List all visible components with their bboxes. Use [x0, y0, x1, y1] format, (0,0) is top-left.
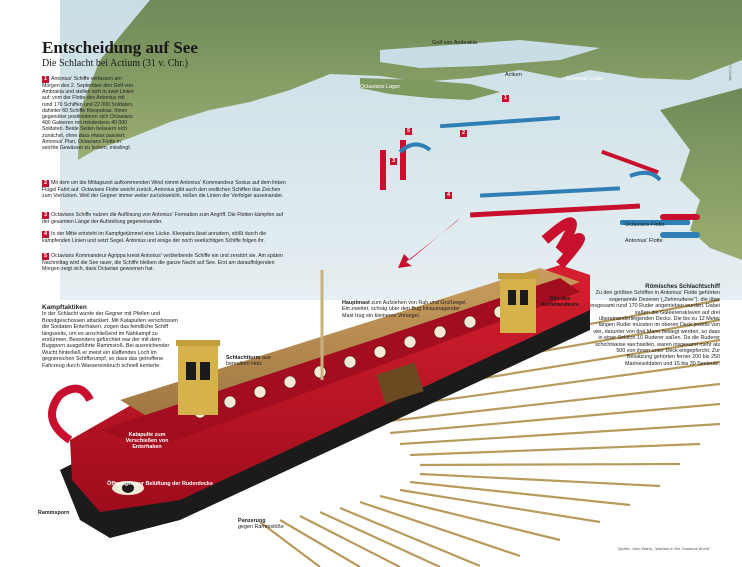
- label-hauptmast: Hauptmast zum Aufziehen von Rah und Groß…: [342, 300, 472, 319]
- red-fleet-legend-ship: [660, 214, 700, 220]
- page-subtitle: Die Schlacht bei Actium (31 v. Chr.): [42, 58, 188, 69]
- map-label-antonius-fleet: Antonius' Flotte: [625, 238, 663, 244]
- blue-arrow-right: [629, 170, 662, 182]
- tower-rear: [498, 273, 538, 333]
- page-title: Entscheidung auf See: [42, 38, 198, 57]
- map-marker-5: 5: [405, 128, 412, 135]
- step-text: Antonius' Schiffe verlassen am Morgen de…: [42, 76, 134, 152]
- gulf-water: [380, 40, 600, 68]
- label-hauptmast-text: zum Aufziehen von Rah und Großsegel. Ein…: [342, 300, 467, 319]
- source-credit: Quelle: John Warry, „Warfare in the Clas…: [618, 546, 711, 551]
- deck-hatch: [376, 362, 424, 404]
- map-label-actium: Actium: [505, 72, 522, 78]
- map-label-octavians-fleet: Octavians Flotte: [625, 222, 665, 228]
- label-oeffnungen: Öffnungen zur Belüftung der Ruderdecks: [107, 481, 213, 487]
- label-panzerung-text: gegen Rammstöße: [238, 524, 284, 531]
- label-schlachtturm-text: aus bemaltem Holz: [226, 355, 271, 368]
- map-marker-3: 3: [390, 158, 397, 165]
- label-roemisch-text: Zu den größten Schiffen in Antonius' Flo…: [590, 290, 720, 367]
- label-kampftaktiken: Kampftaktiken In der Schlacht wurde der …: [42, 304, 182, 369]
- step-number: 2: [42, 180, 49, 187]
- octavian-fleet: [380, 140, 659, 218]
- retreat-arrow: [398, 218, 460, 268]
- label-katapulte: Katapulte zum Verschießen von Enterhaken: [125, 432, 169, 451]
- label-hauptmast-title: Hauptmast: [342, 300, 370, 306]
- map-marker-4: 4: [445, 192, 452, 199]
- land-peninsula: [360, 78, 500, 100]
- step-text: Octavians Kommandeur Agrippa kreist Anto…: [42, 253, 283, 273]
- step-text: Mit dem um die Mittagszeit aufkommenden …: [42, 180, 286, 200]
- label-schlachtturm-title: Schlachtturm: [226, 355, 261, 361]
- label-rammsporn-text: Rammsporn: [38, 510, 70, 516]
- map-label-octavians-camp: Octavians Lager: [360, 84, 401, 90]
- map-label-gulf: Golf von Ambrakia: [432, 40, 477, 46]
- step-number: 1: [42, 76, 49, 83]
- ship-eye: [112, 481, 144, 495]
- step-number: 4: [42, 231, 49, 238]
- tower-front: [176, 340, 220, 415]
- step-number: 5: [42, 253, 49, 260]
- label-kampftaktiken-title: Kampftaktiken: [42, 304, 87, 311]
- label-panzerung: Panzerung gegen Rammstöße: [238, 518, 308, 531]
- label-roemisch-title: Römisches Schlachtschiff: [645, 284, 720, 290]
- label-kampftaktiken-text: In der Schlacht wurde der Gegner mit Pfe…: [42, 311, 178, 369]
- map-marker-1: 1: [502, 95, 509, 102]
- label-rammsporn: Rammsporn: [38, 510, 69, 516]
- stern-curl: [541, 217, 585, 269]
- blue-arrow-left: [398, 142, 432, 154]
- antonius-fleet: [440, 115, 690, 225]
- label-panzerung-title: Panzerung: [238, 518, 266, 524]
- land-east: [660, 88, 742, 260]
- step-number: 3: [42, 212, 49, 219]
- step-text: In der Mitte entsteht im Kampfgetümmel e…: [42, 231, 267, 244]
- step-text: Octavians Schiffe nutzen die Auflösung v…: [42, 212, 284, 225]
- label-roemisch: Römisches Schlachtschiff Zu den größten …: [590, 284, 720, 367]
- label-sitz: Sitz des Kommandeurs: [541, 296, 579, 309]
- hull-upper-band: [100, 278, 580, 450]
- map-marker-2: 2: [460, 130, 467, 137]
- side-credit: GEO-Grafik: [728, 60, 733, 81]
- blue-fleet-legend-ship: [660, 232, 700, 238]
- label-schlachtturm: Schlachtturm aus bemaltem Holz: [226, 355, 276, 368]
- map-label-antonius-camp: Antonius' Lager: [566, 76, 605, 82]
- bow-curl: [48, 384, 94, 444]
